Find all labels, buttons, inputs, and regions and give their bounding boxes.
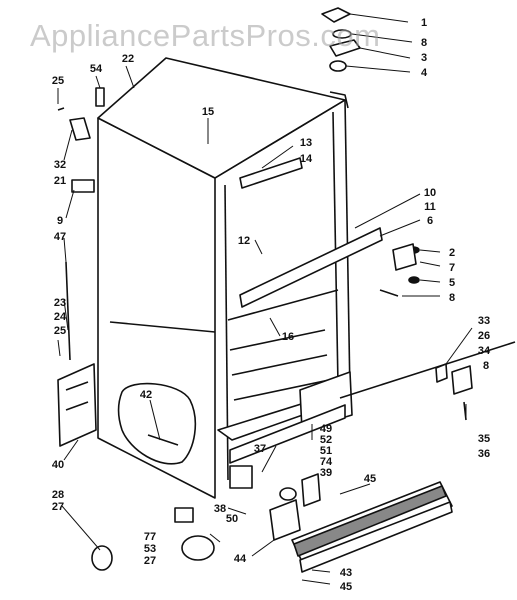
callout-label: 11 (424, 201, 436, 213)
callout-label: 50 (226, 513, 238, 525)
callout-label: 52 (320, 434, 332, 446)
part-37 (229, 465, 253, 489)
bottom-hinge (451, 365, 473, 395)
callout-label: 45 (364, 473, 376, 485)
callout-label: 21 (54, 175, 66, 187)
part-9 (71, 179, 95, 193)
callout-label: 33 (478, 315, 490, 327)
bracket-54 (95, 87, 105, 107)
divider-rail-upper (239, 157, 303, 189)
door-stop (69, 117, 91, 141)
roller-assy (181, 535, 215, 561)
callout-label: 22 (122, 53, 134, 65)
callout-label: 6 (427, 215, 433, 227)
callout-label: 39 (320, 467, 332, 479)
callout-label: 28 (52, 489, 64, 501)
divider-rail-lower (239, 227, 383, 308)
callout-label: 27 (144, 555, 156, 567)
watermark: AppliancePartsPros.com (30, 18, 381, 53)
callout-label: 77 (144, 531, 156, 543)
callout-label: 74 (320, 456, 333, 468)
callout-label: 25 (52, 75, 64, 87)
callout-label: 35 (478, 433, 490, 445)
callout-label: 43 (340, 567, 352, 579)
callout-label: 8 (421, 37, 427, 49)
callout-label: 1 (421, 17, 427, 29)
center-hinge-pin (408, 276, 420, 284)
hinge-bushing (329, 60, 347, 72)
callout-label: 53 (144, 543, 156, 555)
callout-label: 25 (54, 325, 66, 337)
callout-label: 36 (478, 448, 490, 460)
center-hinge (392, 243, 417, 271)
roller-bracket (269, 499, 301, 541)
toe-grille-face (293, 485, 447, 557)
callout-label: 8 (483, 360, 489, 372)
callout-label: 2 (449, 247, 455, 259)
leveling-leg (279, 487, 297, 501)
callout-label: 3 (421, 52, 427, 64)
callout-label: 32 (54, 159, 66, 171)
callout-label: 16 (282, 331, 294, 343)
callout-label: 42 (140, 389, 152, 401)
callout-label: 9 (57, 215, 63, 227)
part-39 (301, 473, 321, 507)
callout-label: 34 (478, 345, 491, 357)
callout-label: 8 (449, 292, 455, 304)
callout-label: 13 (300, 137, 312, 149)
callout-label: 14 (300, 153, 313, 165)
roller-wheel (91, 545, 113, 571)
callout-label: 37 (254, 443, 266, 455)
callout-label: 38 (214, 503, 226, 515)
callout-label: 15 (202, 106, 214, 118)
callout-label: 26 (478, 330, 490, 342)
callout-label: 54 (90, 63, 103, 75)
callout-label: 7 (449, 262, 455, 274)
callout-label: 23 (54, 297, 66, 309)
callout-label: 12 (238, 235, 250, 247)
part-77 (174, 507, 194, 523)
callout-label: 27 (52, 501, 64, 513)
callout-label: 44 (234, 553, 247, 565)
callout-label: 10 (424, 187, 436, 199)
callout-label: 4 (421, 67, 428, 79)
hinge-bracket (435, 363, 448, 383)
callout-label: 51 (320, 445, 332, 457)
left-support-bracket (57, 363, 97, 447)
callout-label: 40 (52, 459, 64, 471)
callout-label: 47 (54, 231, 66, 243)
callout-label: 45 (340, 581, 352, 593)
callout-label: 5 (449, 277, 455, 289)
hinge-washer (332, 29, 352, 39)
callout-label: 24 (54, 311, 67, 323)
callout-label: 49 (320, 423, 332, 435)
